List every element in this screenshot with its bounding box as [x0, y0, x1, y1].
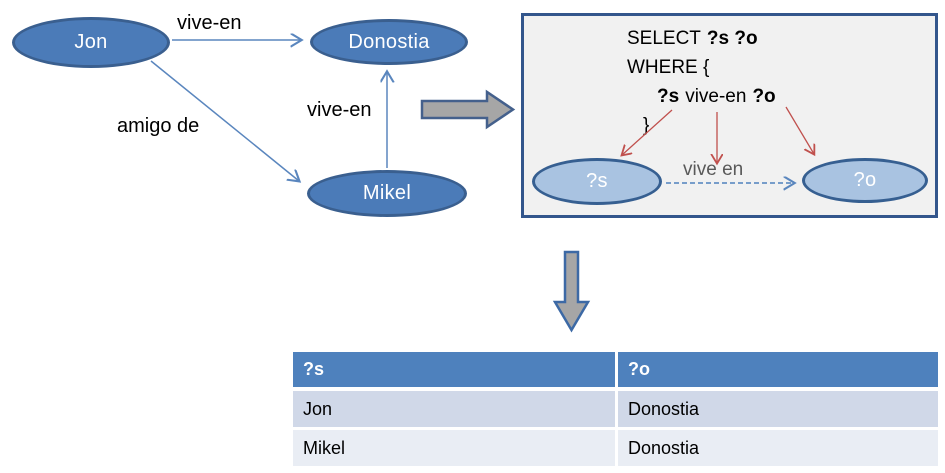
triple-predicate: vive-en [685, 86, 747, 107]
edge-label-vive-en-jon-donostia: vive-en [177, 12, 242, 34]
results-cell-o2: Donostia [618, 430, 938, 466]
results-table: ?s ?o Jon Donostia Mikel Donostia [293, 352, 938, 466]
query-closing-brace: } [643, 115, 650, 136]
results-cell-o1: Donostia [618, 391, 938, 427]
results-header-row: ?s ?o [293, 352, 938, 387]
edge-label-amigo-de: amigo de [117, 115, 200, 137]
results-cell-s1: Jon [293, 391, 615, 427]
edge-label-vive-en-query: vive en [683, 159, 744, 180]
triple-subject: ?s [657, 86, 680, 107]
query-select-line: SELECT?s ?o [627, 24, 776, 53]
results-header-s: ?s [293, 352, 615, 387]
arrow-down-icon [552, 250, 591, 333]
node-subject-variable: ?s [532, 158, 662, 205]
results-cell-s2: Mikel [293, 430, 615, 466]
edge-label-vive-en-mikel-donostia: vive-en [307, 99, 372, 121]
table-row: Jon Donostia [293, 391, 938, 427]
triple-object: ?o [752, 86, 776, 107]
node-object-variable: ?o [802, 158, 928, 203]
table-row: Mikel Donostia [293, 430, 938, 466]
node-mikel: Mikel [307, 170, 467, 217]
node-donostia: Donostia [310, 19, 468, 65]
select-vars: ?s ?o [706, 28, 758, 49]
select-keyword: SELECT [627, 28, 701, 49]
node-jon: Jon [12, 17, 170, 68]
query-where-line: WHERE { [627, 57, 710, 78]
results-header-o: ?o [618, 352, 938, 387]
arrow-right-icon [420, 89, 516, 130]
